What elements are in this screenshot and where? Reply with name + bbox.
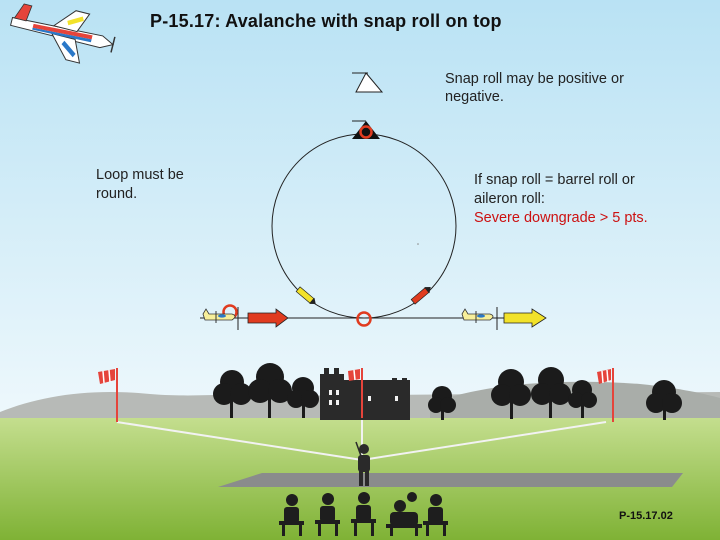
airplane-logo-icon bbox=[9, 3, 116, 64]
circle-marker-icon bbox=[356, 311, 372, 327]
judge-icon bbox=[351, 492, 376, 536]
tree-icon bbox=[491, 369, 531, 419]
castle-windows bbox=[329, 390, 398, 405]
judge-icon bbox=[315, 493, 340, 536]
loop-round-note: Loop must be round. bbox=[96, 167, 184, 202]
barrel-roll-note: If snap roll = barrel roll or aileron ro… bbox=[474, 172, 635, 207]
exit-arrow bbox=[503, 308, 547, 328]
exit-airplane-icon bbox=[461, 308, 494, 323]
page-title: P-15.17: Avalanche with snap roll on top bbox=[150, 11, 502, 31]
entry-arrow bbox=[247, 308, 289, 328]
judge-icon bbox=[386, 492, 422, 536]
tree-icon bbox=[646, 380, 682, 420]
figure-code: P-15.17.02 bbox=[619, 510, 673, 522]
pilot-icon bbox=[355, 441, 370, 486]
triangle-up-icon bbox=[352, 72, 384, 93]
flag-icon bbox=[597, 368, 614, 422]
entry-airplane-icon bbox=[202, 308, 236, 323]
judge-icon bbox=[423, 494, 448, 536]
tree-icon bbox=[568, 380, 597, 418]
loop-center-dot bbox=[417, 243, 419, 245]
flag-icon bbox=[98, 368, 118, 422]
flag-icon bbox=[348, 368, 363, 418]
tree-icon bbox=[287, 377, 319, 418]
judge-icon bbox=[279, 494, 304, 536]
tree-icon bbox=[531, 367, 571, 418]
loop-arrow-left bbox=[295, 286, 316, 304]
snap-roll-note: Snap roll may be positive or negative. bbox=[445, 71, 624, 105]
tree-icon bbox=[213, 370, 252, 418]
loop-arrow-right bbox=[410, 287, 431, 305]
downgrade-note: Severe downgrade > 5 pts. bbox=[474, 210, 648, 226]
tree-icon bbox=[428, 386, 456, 420]
triangle-snap-icon bbox=[352, 120, 380, 139]
sky-background bbox=[0, 0, 720, 420]
tree-icon bbox=[248, 363, 292, 418]
runway bbox=[218, 473, 683, 487]
